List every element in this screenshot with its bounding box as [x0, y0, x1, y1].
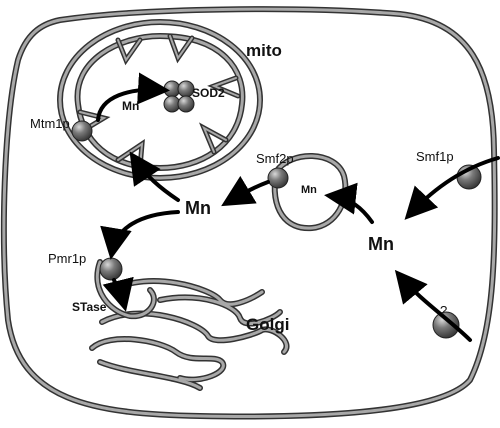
golgi-apparatus — [89, 259, 290, 391]
arrow-mn-to-mito — [129, 151, 180, 202]
label-golgi: Golgi — [246, 315, 289, 334]
arrow-mn-to-vesicle — [324, 182, 374, 224]
arrow-mn-to-pmr1p — [100, 210, 180, 260]
mitochondrion — [57, 19, 263, 181]
cell-membrane — [0, 6, 498, 420]
label-stase: STase — [72, 300, 107, 314]
protein-pmr1p — [99, 257, 123, 281]
label-mn-right: Mn — [368, 234, 394, 254]
label-mn-center: Mn — [185, 198, 211, 218]
label-sod2: SOD2 — [192, 86, 225, 100]
label-unknown: ? — [440, 303, 447, 318]
arrow-unknown-to-mn — [394, 269, 472, 342]
arrow-outside-to-mn — [404, 156, 500, 220]
transport-arrows — [96, 72, 500, 342]
protein-sod2 — [163, 80, 195, 113]
label-smf1p: Smf1p — [416, 149, 454, 164]
label-pmr1p: Pmr1p — [48, 251, 86, 266]
protein-smf2p — [267, 167, 289, 189]
protein-mtm1p — [71, 120, 93, 142]
arrow-mtm1p-to-sod2 — [96, 72, 170, 122]
arrow-pmr1p-to-golgi — [102, 276, 134, 312]
label-mtm1p: Mtm1p — [30, 116, 70, 131]
arrow-vesicle-to-mn — [221, 175, 270, 207]
protein-unknown — [432, 311, 460, 339]
label-mn-mito: Mn — [122, 99, 139, 113]
label-smf2p: Smf2p — [256, 151, 294, 166]
label-mn-vesicle: Mn — [301, 184, 317, 196]
label-mito: mito — [246, 41, 282, 60]
